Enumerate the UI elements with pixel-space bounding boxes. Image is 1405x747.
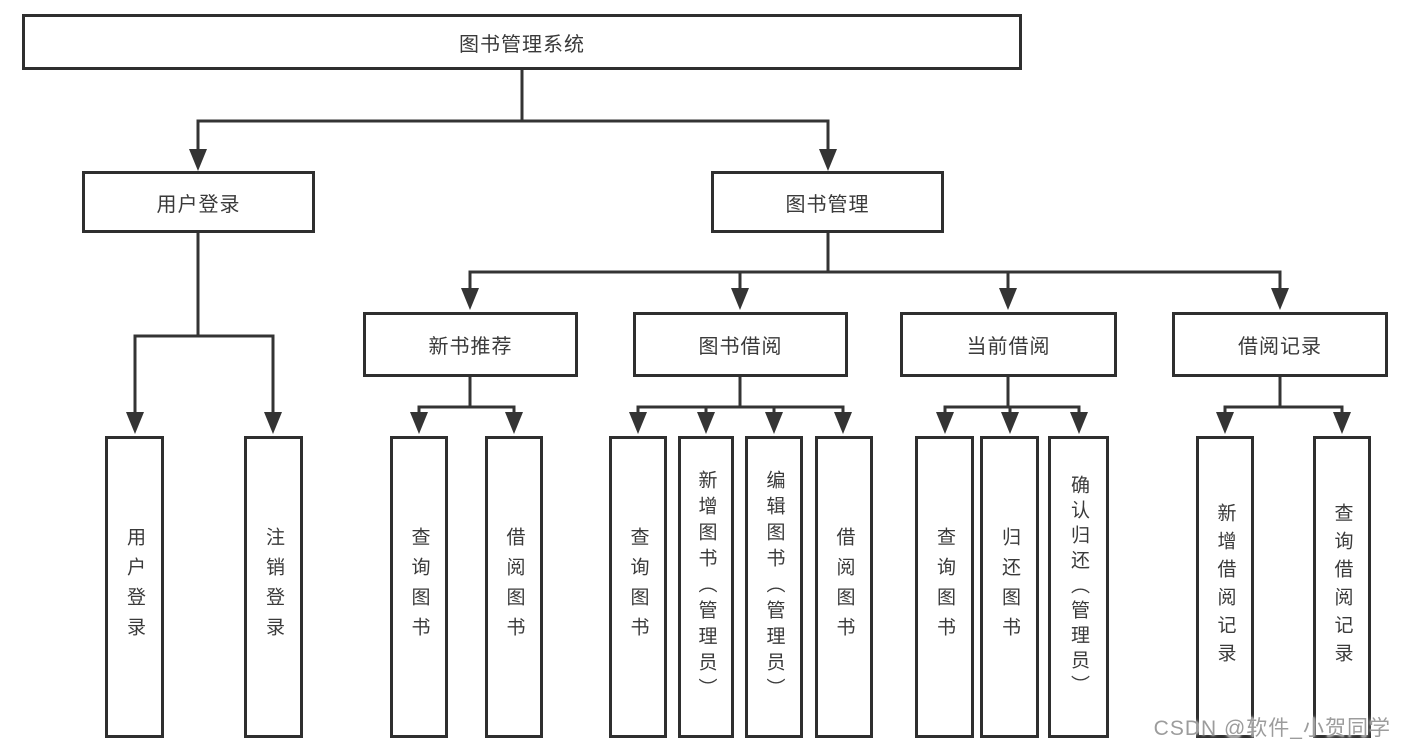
node-label: 注销登录 [263, 527, 284, 647]
leaf-current-confirm-return-admin: 确认归还（管理员） [1048, 436, 1109, 738]
arrowhead-current-borrow [999, 288, 1017, 310]
node-label: 当前借阅 [966, 336, 1051, 358]
node-label: 查询图书 [627, 527, 649, 647]
connector-new-book-rec-children [417, 377, 516, 414]
leaf-borrow-borrow-books: 借阅图书 [815, 436, 873, 738]
node-label: 图书借阅 [698, 336, 783, 358]
leaf-user-login: 用户登录 [105, 436, 164, 738]
arrowhead-rec-borrow [505, 412, 523, 434]
leaf-logout: 注销登录 [244, 436, 303, 738]
node-user-login: 用户登录 [82, 171, 315, 233]
node-label: 图书管理系统 [459, 33, 585, 56]
arrowhead-current-return [1001, 412, 1019, 434]
arrowhead-borrow-add [697, 412, 715, 434]
node-root-system: 图书管理系统 [22, 14, 1022, 70]
arrowhead-new-book-rec [461, 288, 479, 310]
leaf-borrow-edit-books-admin: 编辑图书（管理员） [745, 436, 803, 738]
node-label: 用户登录 [156, 193, 241, 216]
arrowhead-user-login [189, 149, 207, 171]
node-current-borrowing: 当前借阅 [900, 312, 1117, 377]
node-label: 确认归还（管理员） [1068, 474, 1089, 700]
leaf-rec-query-books: 查询图书 [390, 436, 448, 738]
node-label: 编辑图书（管理员） [763, 470, 785, 704]
node-label: 用户登录 [124, 527, 145, 647]
node-label: 图书管理 [785, 193, 870, 216]
arrowhead-rec-query [410, 412, 428, 434]
node-label: 借阅图书 [833, 527, 855, 647]
node-book-borrowing: 图书借阅 [633, 312, 848, 377]
connector-book-mgmt-children [468, 233, 1282, 290]
leaf-current-return-books: 归还图书 [980, 436, 1039, 738]
arrowhead-current-confirm [1070, 412, 1088, 434]
arrowhead-login-leaf [126, 412, 144, 434]
arrowhead-record-add [1216, 412, 1234, 434]
node-label: 借阅记录 [1238, 336, 1322, 358]
leaf-borrow-add-books-admin: 新增图书（管理员） [678, 436, 734, 738]
arrowhead-book-borrow [731, 288, 749, 310]
leaf-record-query: 查询借阅记录 [1313, 436, 1371, 738]
node-borrowing-records: 借阅记录 [1172, 312, 1388, 377]
leaf-current-query-books: 查询图书 [915, 436, 974, 738]
node-label: 新增图书（管理员） [695, 470, 717, 704]
node-label: 借阅图书 [503, 527, 525, 647]
leaf-record-add: 新增借阅记录 [1196, 436, 1254, 738]
arrowhead-record-query [1333, 412, 1351, 434]
arrowhead-borrow-record [1271, 288, 1289, 310]
arrowhead-borrow-edit [765, 412, 783, 434]
arrowhead-borrow-query [629, 412, 647, 434]
arrowhead-borrow-borrow [834, 412, 852, 434]
node-new-book-recommendation: 新书推荐 [363, 312, 578, 377]
connector-borrow-record-children [1223, 377, 1344, 414]
node-label: 查询图书 [934, 527, 955, 647]
leaf-borrow-query-books: 查询图书 [609, 436, 667, 738]
node-book-management: 图书管理 [711, 171, 944, 233]
node-label: 新增借阅记录 [1214, 503, 1236, 671]
node-label: 查询图书 [408, 527, 430, 647]
connector-book-borrow-children [636, 377, 845, 414]
arrowhead-logout-leaf [264, 412, 282, 434]
connector-root-to-level2 [196, 70, 830, 152]
node-label: 新书推荐 [428, 336, 513, 358]
leaf-rec-borrow-books: 借阅图书 [485, 436, 543, 738]
node-label: 归还图书 [999, 527, 1020, 647]
arrowhead-current-query [936, 412, 954, 434]
connector-user-login-children [133, 233, 275, 413]
csdn-watermark: CSDN @软件_小贺同学 [1153, 717, 1391, 740]
arrowhead-book-mgmt [819, 149, 837, 171]
node-label: 查询借阅记录 [1331, 503, 1353, 671]
connector-current-borrow-children [943, 377, 1081, 414]
